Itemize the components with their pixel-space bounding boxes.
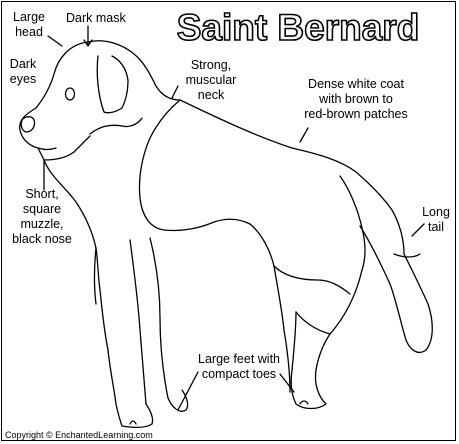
dog-ear-outline [96, 55, 129, 114]
dog-nose [20, 116, 36, 133]
dog-front-leg-second-b [149, 237, 189, 412]
label-line: with brown to [319, 92, 393, 106]
copyright-notice: Copyright © EnchantedLearning.com [5, 430, 153, 440]
pointer-neck [171, 85, 179, 99]
label-line: Dense white coat [308, 77, 404, 91]
label-neck: Strong, muscular neck [176, 58, 246, 103]
label-dark-eyes: Dark eyes [2, 57, 44, 87]
pointer-feet-hind [279, 373, 295, 393]
label-line: black nose [12, 232, 72, 246]
dog-tail-outline [359, 225, 433, 354]
pointer-coat [299, 127, 309, 143]
dog-hind-leg-back [295, 311, 331, 335]
page-title: Saint Bernard [176, 6, 420, 48]
dog-skull-outline [87, 40, 181, 101]
pointer-tail [411, 223, 425, 237]
label-feet: Large feet with compact toes [184, 352, 294, 382]
title-text: Saint Bernard [177, 7, 420, 48]
label-line: eyes [9, 72, 37, 86]
label-line: red-brown patches [304, 107, 408, 121]
dog-tail-band [393, 253, 421, 258]
label-line: square [22, 202, 62, 216]
label-line: muscular [185, 73, 237, 87]
label-line: Long [422, 205, 450, 219]
dog-front-leg-front [107, 349, 154, 428]
dog-eye [64, 87, 76, 101]
dog-back-outline [179, 99, 405, 255]
label-line: Large [13, 10, 45, 24]
dog-hind-toes [299, 400, 309, 405]
label-coat: Dense white coat with brown to red-brown… [286, 77, 426, 122]
dog-hind-leg-inner [273, 265, 291, 393]
dog-mouth [37, 147, 57, 151]
dog-cheek [89, 117, 143, 135]
label-large-head: Large head [4, 10, 54, 40]
dog-front-toes [129, 420, 137, 425]
label-line: Strong, [190, 58, 232, 72]
pointer-large-head [47, 35, 63, 47]
label-line: Dark [9, 57, 37, 71]
label-line: muzzle, [20, 217, 64, 231]
dog-hind-leg-outline [290, 269, 363, 410]
label-muzzle: Short, square muzzle, black nose [6, 187, 78, 247]
label-line: Dark mask [66, 11, 126, 25]
dog-head-outline [19, 41, 91, 161]
dog-neck-inner [138, 99, 251, 232]
label-line: tail [428, 220, 444, 234]
pointer-dark-mask [83, 25, 93, 47]
pointer-feet-front [177, 371, 199, 411]
dog-front-leg-second [93, 247, 97, 305]
dog-belly-outline [249, 223, 351, 295]
label-line: compact toes [201, 367, 277, 381]
label-line: Short, [25, 187, 59, 201]
label-dark-mask: Dark mask [66, 11, 126, 26]
label-line: neck [197, 88, 225, 102]
dog-front-leg-rear [129, 239, 147, 405]
label-tail: Long tail [416, 205, 456, 235]
dog-patch-line [339, 175, 366, 271]
label-line: Large feet with [198, 352, 280, 366]
label-line: head [15, 25, 43, 39]
